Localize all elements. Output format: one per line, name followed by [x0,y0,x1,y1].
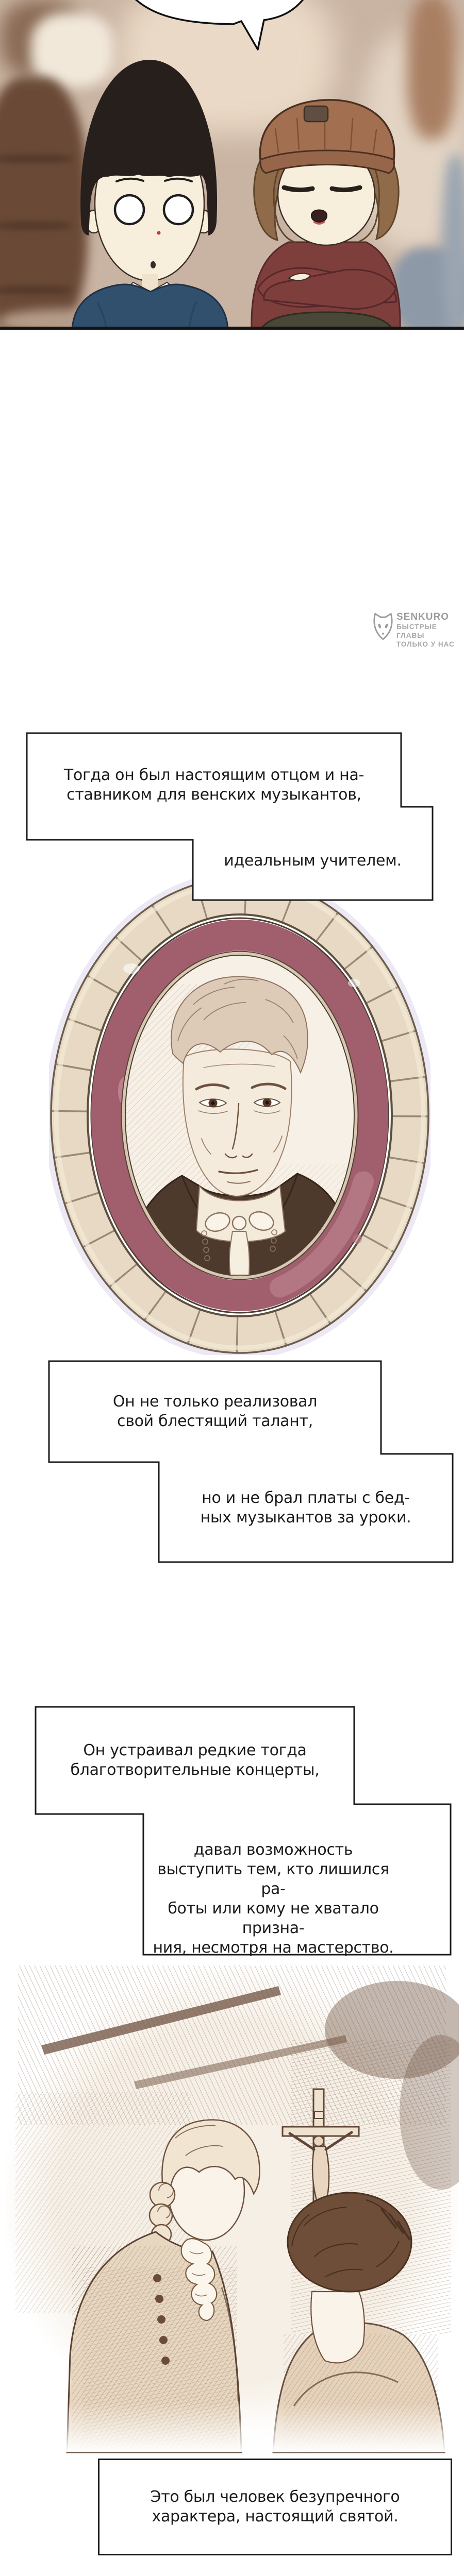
caption-line: идеальным учителем. [224,852,402,870]
sepia-illustration [5,1963,459,2453]
caption-line: ставником для венских музыкантов, [67,786,361,804]
caption-box7 [98,2459,452,2555]
caption-line: Это был человек безупречного [150,2488,400,2506]
caption-line: характера, настоящий святой. [152,2507,399,2526]
caption-line: благотворительные концерты, [70,1761,320,1779]
caption-line: боты или кому не хватало призна- [168,1900,379,1937]
watermark-tagline: БЫСТРЫЕ ГЛАВЫ [396,623,437,639]
caption-line: Он устраивал редкие тогда [83,1741,307,1759]
caption-box2-text: идеальным учителем. [193,851,433,871]
caption-box-group-2 [48,1360,454,1563]
caption-box7-text: Это был человек безупречного характера, … [98,2487,452,2527]
boy-beanie [251,99,401,330]
bg-couch-shape [442,155,464,330]
caption-line: Тогда он был настоящим отцом и на- [63,766,364,784]
senkuro-fox-icon [373,613,393,640]
caption-line: давал возможность [193,1841,353,1859]
caption-box1-text: Тогда он был настоящим отцом и на- ставн… [27,766,401,805]
comic-panel-top [0,0,464,330]
top-panel-characters-art [71,0,401,330]
bg-drawer-line [0,286,72,294]
speech-bubble-top [135,0,304,50]
caption-box4-text: но и не брал платы с бед- ных музыкантов… [159,1488,453,1528]
caption-box6-text: давал возможность выступить тем, кто лиш… [144,1840,402,1958]
watermark-senkuro: SENKURO БЫСТРЫЕ ГЛАВЫ ТОЛЬКО У НАС [373,612,464,649]
caption-line: но и не брал платы с бед- [202,1489,410,1507]
caption-line: ных музыкантов за уроки. [200,1509,411,1527]
portrait-medallion [49,876,430,1355]
watermark-tagline: ТОЛЬКО У НАС [396,640,455,648]
caption-line: Он не только реализовал [112,1393,318,1411]
bg-drawer-line [0,155,72,163]
bg-shelf-shape [407,0,456,139]
bg-drawer-line [0,222,72,230]
caption-box5-text: Он устраивал редкие тогда благотворитель… [36,1741,354,1780]
caption-box-group-1 [26,732,434,901]
bg-lamp-shape [31,13,113,88]
caption-box3-text: Он не только реализовал свой блестящий т… [49,1392,381,1431]
watermark-brand: SENKURO [396,612,449,622]
caption-line: выступить тем, кто лишился ра- [157,1860,389,1898]
boy-black-hair [71,59,229,330]
caption-box-group-3 [35,1706,452,1956]
caption-line: свой блестящий талант, [117,1412,313,1430]
caption-line: ния, несмотря на мастерство. [153,1939,394,1957]
panel-divider-line [0,327,464,330]
